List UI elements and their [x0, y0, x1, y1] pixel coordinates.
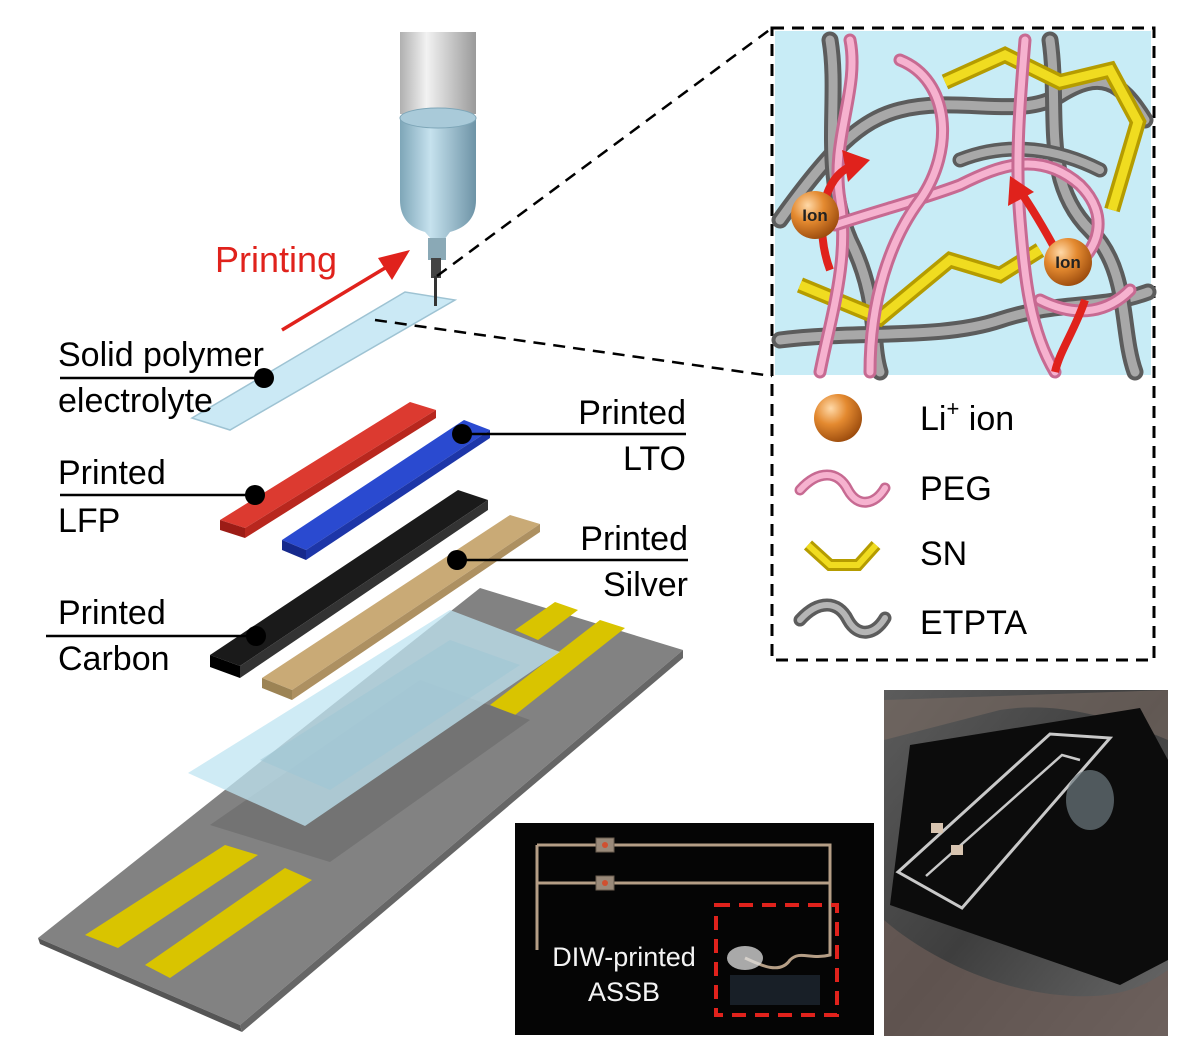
- label-printed-lfp: Printed LFP: [58, 454, 265, 540]
- photo-printed-assb: DIW-printed ASSB: [515, 823, 874, 1035]
- electrolyte-layer-on-substrate: [188, 610, 560, 826]
- printing-direction-arrow: [281, 250, 410, 332]
- printed-lfp-strip: [220, 402, 436, 538]
- wearable-circuit-outline: [895, 732, 1114, 910]
- legend-li-ion: Li+ ion: [814, 394, 1014, 442]
- lfp-label-line1: Printed: [58, 454, 166, 492]
- wearable-led-2: [951, 845, 963, 855]
- label-printed-lto: Printed LTO: [452, 394, 686, 478]
- printing-label: Printing: [215, 239, 337, 280]
- label-solid-polymer-electrolyte: Solid polymer electrolyte: [58, 336, 274, 420]
- substrate-contact-left-1: [85, 845, 258, 948]
- silver-label-line1: Printed: [580, 520, 688, 558]
- photo-caption-line1: DIW-printed: [552, 942, 696, 972]
- lto-label-line2: LTO: [623, 440, 686, 478]
- li-ion-icon: [814, 394, 862, 442]
- wearable-led-1: [931, 823, 943, 833]
- ion-label-left: Ion: [802, 206, 828, 225]
- substrate-contact-right-1: [515, 602, 578, 640]
- ion-label-right: Ion: [1055, 253, 1081, 272]
- printed-electrolyte-strip: [190, 291, 458, 431]
- label-printed-carbon: Printed Carbon: [46, 594, 266, 678]
- ion-sphere-right: Ion: [1044, 238, 1092, 286]
- sn-zigzag-segments: [796, 46, 1147, 328]
- silver-label-line2: Silver: [603, 566, 688, 604]
- spe-label-line1: Solid polymer: [58, 336, 264, 374]
- carbon-label-line2: Carbon: [58, 640, 170, 678]
- label-printed-silver: Printed Silver: [447, 520, 688, 604]
- substrate-contact-left-2: [145, 868, 312, 978]
- ion-sphere-left: Ion: [791, 191, 839, 239]
- photo-caption-line2: ASSB: [588, 977, 660, 1007]
- printed-lto-strip: [282, 420, 490, 560]
- syringe-printhead: [399, 32, 477, 306]
- polymer-network-inset: Ion Ion Li+ ion PEG SN: [770, 26, 1157, 662]
- legend-etpta-label: ETPTA: [920, 604, 1027, 642]
- lfp-label-line2: LFP: [58, 502, 120, 540]
- lto-label-line1: Printed: [578, 394, 686, 432]
- legend-etpta: ETPTA: [793, 598, 1027, 642]
- network-legend: Li+ ion PEG SN ETPTA: [793, 394, 1027, 642]
- spe-label-line2: electrolyte: [58, 382, 213, 420]
- carbon-label-line1: Printed: [58, 594, 166, 632]
- photo-wearable-arm: [884, 690, 1168, 1036]
- peg-network-strands: [813, 33, 1137, 379]
- legend-peg-label: PEG: [920, 470, 992, 508]
- legend-sn-label: SN: [920, 535, 967, 573]
- substrate-contact-right-2: [490, 620, 625, 715]
- legend-sn: SN: [803, 535, 967, 573]
- zoom-connector-lines: [374, 26, 773, 378]
- printed-carbon-strip: [210, 490, 488, 678]
- legend-li-ion-label: Li+ ion: [920, 396, 1014, 438]
- legend-peg: PEG: [794, 469, 992, 508]
- wearable-battery-patch: [1066, 770, 1114, 830]
